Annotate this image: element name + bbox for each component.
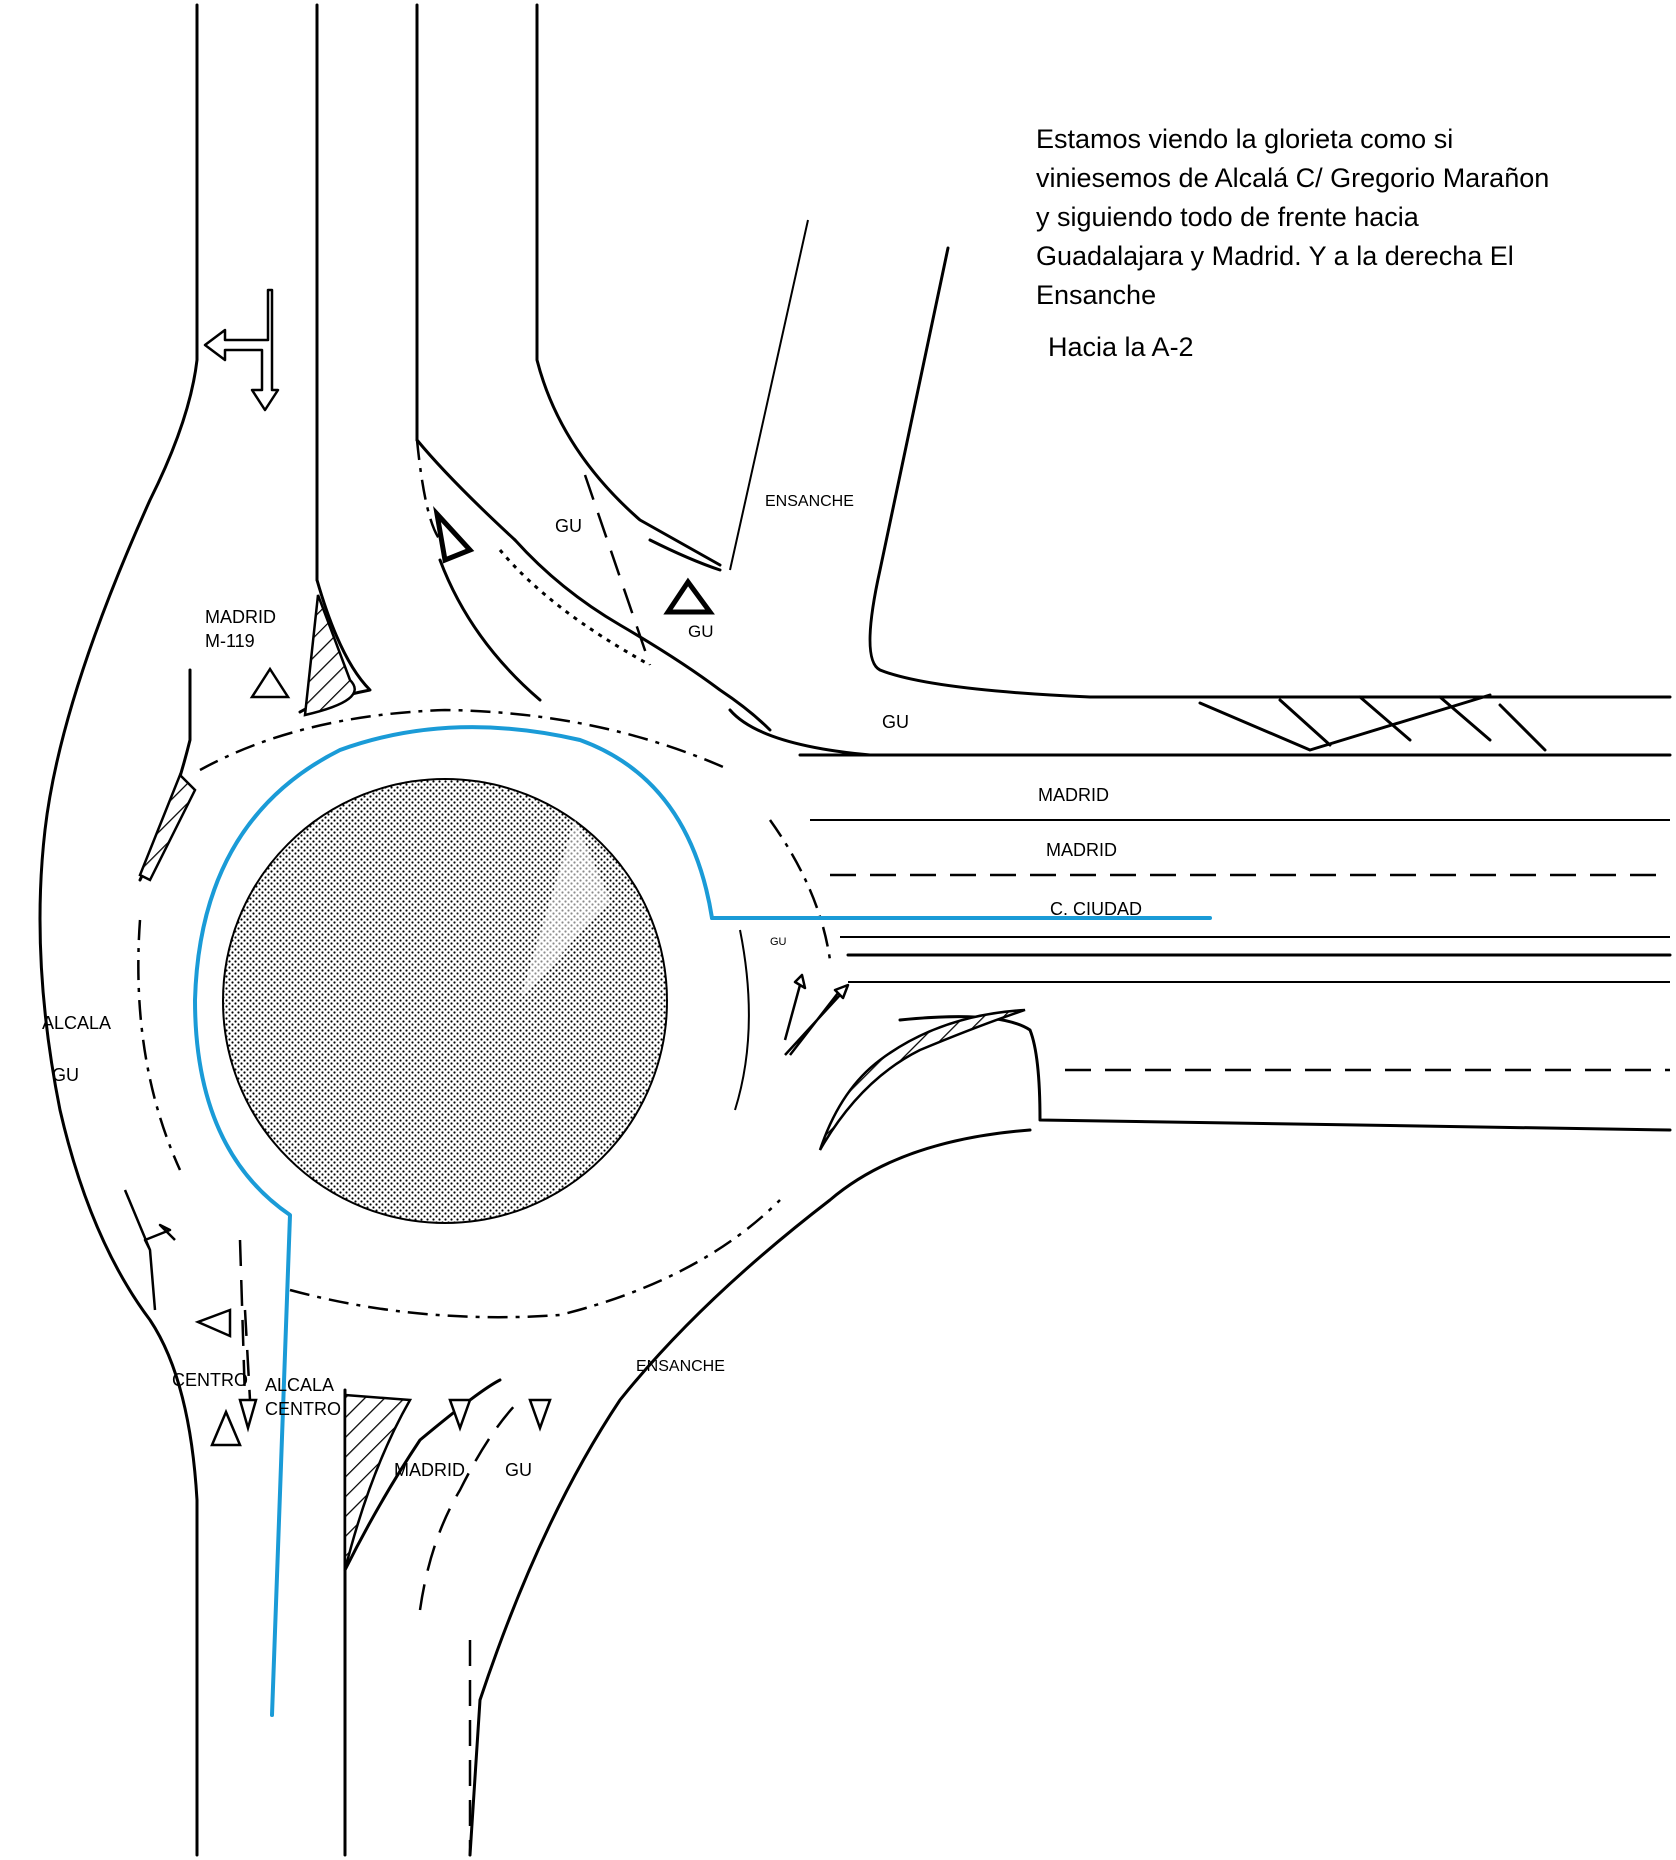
n-entry-curve	[415, 438, 517, 542]
n-dotted	[498, 549, 651, 667]
label-madrid-m119-line2: M-119	[205, 631, 255, 651]
east-exit-top	[898, 1015, 1672, 1132]
ring-edge-south	[289, 1199, 781, 1319]
s-curve-2	[418, 1399, 521, 1611]
arrow-down-west	[243, 1309, 252, 1401]
east-top-edge	[728, 708, 872, 757]
gore-hatch-east	[818, 1008, 1026, 1151]
road-n-edge	[535, 3, 722, 567]
n-approach-right	[513, 538, 772, 732]
yield-triangle-w	[194, 1308, 232, 1338]
sw-dash	[238, 1239, 247, 1401]
gore-hatch-line-3	[1438, 695, 1492, 742]
central-island	[222, 778, 668, 1224]
ensanche-left-edge	[729, 219, 809, 571]
label-c-ciudad: C. CIUDAD	[1050, 899, 1143, 919]
label-ensanche-bottom: ENSANCHE	[636, 1358, 725, 1375]
label-alcala-left: ALCALA	[42, 1013, 112, 1033]
label-ensanche-top: ENSANCHE	[765, 493, 854, 510]
yield-triangle-ne	[663, 577, 715, 615]
yield-triangle-s1	[448, 1398, 472, 1432]
gu-divider-dash	[583, 474, 652, 666]
yield-triangle-nw	[249, 666, 291, 699]
ring-inner-east	[734, 929, 750, 1111]
gore-hatch-line-1	[1278, 698, 1332, 747]
ensanche-inner	[648, 538, 722, 572]
s-gore	[343, 1393, 413, 1571]
nw-gore	[303, 594, 356, 717]
ensanche-right-edge	[868, 246, 1672, 699]
label-centro-bottom2: CENTRO	[265, 1399, 341, 1419]
turn-arrow-north	[203, 288, 280, 412]
yield-triangle-bottom	[238, 1398, 258, 1433]
description-text: Estamos viendo la glorieta como si vinie…	[1036, 124, 1550, 310]
route-path	[193, 725, 714, 1717]
ring-edge-north	[199, 708, 731, 772]
yield-triangle-s2	[528, 1398, 552, 1432]
label-madrid-lane2: MADRID	[1046, 840, 1117, 860]
west-hatch	[138, 772, 197, 882]
label-centro-bottom: CENTRO	[172, 1370, 248, 1390]
n-entry-inner	[438, 558, 542, 702]
island-highlight	[520, 820, 610, 1000]
label-gu-upper: GU	[555, 516, 582, 536]
gore-hatch-ensanche	[1198, 693, 1492, 752]
yield-triangle-sw	[210, 1408, 242, 1447]
s-curve-1	[343, 1378, 502, 1572]
label-madrid-bottom: MADRID	[394, 1460, 465, 1480]
east-exit-bottom	[468, 1128, 1032, 1857]
label-gu-right: GU	[882, 712, 909, 732]
label-madrid-lane1: MADRID	[1038, 785, 1109, 805]
label-alcala-centro: ALCALA CENTRO	[265, 1373, 341, 1421]
ring-edge-east	[768, 819, 832, 961]
road-nw-left-edge	[38, 3, 199, 1857]
label-gu-triangle: GU	[688, 622, 714, 641]
label-alcala-bottom: ALCALA	[265, 1375, 335, 1395]
label-madrid-m119: MADRID M-119	[205, 605, 276, 653]
label-gu-left: GU	[52, 1065, 79, 1085]
n-entry-dashdot	[415, 439, 442, 541]
gore-hatch-line-2	[1358, 695, 1412, 742]
description-subtitle: Hacia la A-2	[1048, 332, 1194, 362]
label-gu-small: GU	[770, 936, 787, 948]
arrow-west-diagonal	[123, 1189, 176, 1311]
label-madrid-m119-line1: MADRID	[205, 607, 276, 627]
arrow-east-diagonal	[783, 973, 850, 1056]
ring-edge-southwest	[137, 919, 182, 1171]
gore-hatch-line-4	[1498, 703, 1547, 752]
yield-triangle-n	[433, 506, 475, 564]
label-gu-bottom: GU	[505, 1460, 532, 1480]
